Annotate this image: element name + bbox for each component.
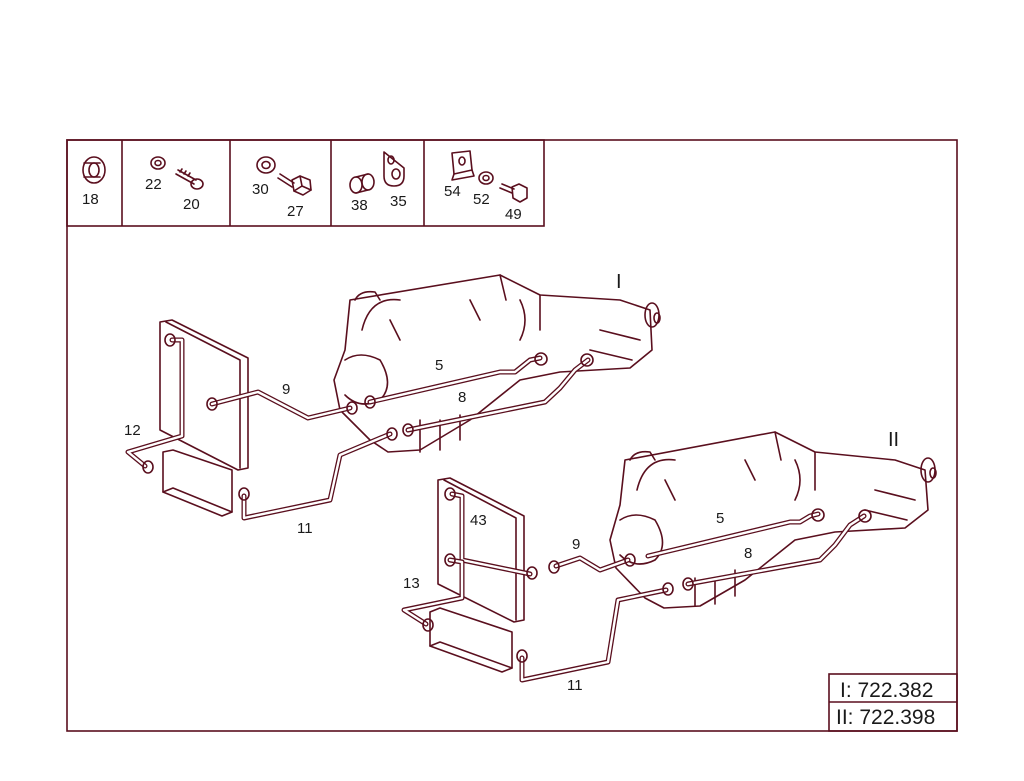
- assembly-2: II 5 9 8 43 13 11: [401, 429, 937, 694]
- oil-line-8-ii: [682, 509, 872, 591]
- cooler-box-icon-2: [429, 607, 513, 673]
- oil-line-12: [125, 333, 185, 474]
- line-11-ii-label: 11: [567, 677, 583, 694]
- legend-variant-2: II: 722.398: [836, 706, 935, 729]
- assembly-2-roman: II: [888, 429, 899, 451]
- part-label-52: 52: [473, 191, 490, 208]
- oil-line-8: [402, 353, 594, 437]
- legend-variant-1: I: 722.382: [840, 679, 933, 702]
- part-label-30: 30: [252, 181, 269, 198]
- hex-bolt-icon-49: [499, 183, 528, 203]
- part-label-49: 49: [505, 206, 522, 223]
- line-43-label: 43: [470, 512, 487, 529]
- washer-icon: [150, 156, 166, 170]
- oil-line-11: [238, 427, 398, 521]
- line-9-ii-label: 9: [572, 536, 580, 553]
- line-11-label: 11: [297, 520, 313, 537]
- bolt-icon: [175, 168, 204, 190]
- hex-bolt-icon: [277, 173, 312, 196]
- assembly-1-roman: I: [616, 271, 622, 293]
- washer-icon-52: [478, 171, 494, 185]
- line-8-label: 8: [458, 389, 466, 406]
- line-12-label: 12: [124, 422, 141, 439]
- clamp-icon: [383, 151, 405, 187]
- line-13-label: 13: [403, 575, 420, 592]
- line-5-ii-label: 5: [716, 510, 724, 527]
- small-parts-panel: 18 22 20 30 27 38 35 54 52 49: [66, 139, 545, 227]
- part-label-20: 20: [183, 196, 200, 213]
- seal-ring-icon: [256, 156, 276, 174]
- assembly-1: I 5 9 8 12 11: [124, 271, 661, 537]
- part-label-38: 38: [351, 197, 368, 214]
- cooler-box-icon: [162, 449, 233, 517]
- line-8-ii-label: 8: [744, 545, 752, 562]
- part-label-27: 27: [287, 203, 304, 220]
- oil-line-5: [364, 352, 548, 409]
- oil-line-9-ii: [548, 553, 636, 574]
- oil-line-11-ii: [516, 582, 674, 683]
- bracket-icon: [451, 150, 475, 181]
- oil-line-43: [444, 487, 538, 580]
- transmission-icon: [333, 274, 661, 453]
- transmission-icon-2: [609, 431, 937, 609]
- part-label-22: 22: [145, 176, 162, 193]
- part-label-35: 35: [390, 193, 407, 210]
- oil-line-13: [401, 553, 465, 632]
- part-label-54: 54: [444, 183, 461, 200]
- grommet-icon: [82, 156, 106, 184]
- oil-line-5-ii: [645, 508, 825, 559]
- variant-legend: I: 722.382 II: 722.398: [828, 673, 958, 732]
- line-5-label: 5: [435, 357, 443, 374]
- bush-icon: [349, 173, 375, 194]
- oil-line-9: [206, 389, 358, 421]
- line-9-label: 9: [282, 381, 290, 398]
- part-label-18: 18: [82, 191, 99, 208]
